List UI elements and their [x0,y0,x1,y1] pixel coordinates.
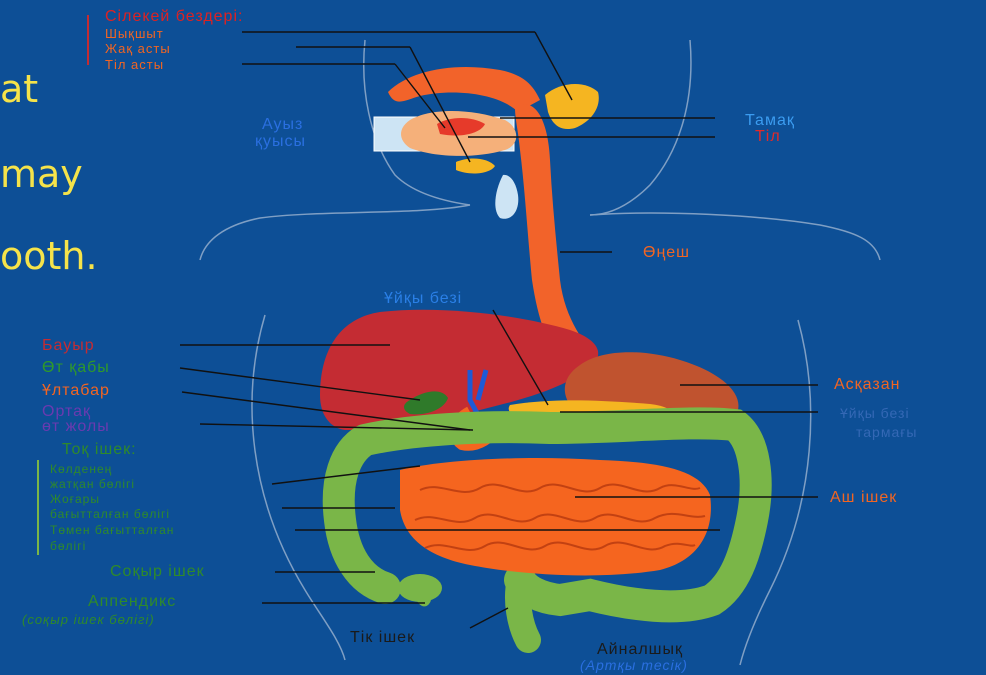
parotid-label: Шықшыт [105,26,164,41]
pancreas-label: Ұйқы безі [384,290,462,308]
small-intestine-label: Аш ішек [830,489,897,507]
pancreatic-duct-label-1: Ұйқы безі [840,405,910,421]
ascending-colon-label-1: Жоғары [50,492,100,506]
descending-colon-label-1: Төмен бағытталған [50,523,174,537]
liver-label: Бауыр [42,337,95,355]
sublingual-label: Тіл асты [105,57,164,72]
rectum-label: Тік ішек [350,629,415,647]
anus-label-2: (Артқы тесік) [580,657,688,673]
cecum-shape [398,574,442,602]
oral-cavity-label-2: қуысы [255,133,306,151]
transverse-colon-label-1: Көлденең [50,462,112,476]
stomach-label: Асқазан [834,376,900,394]
ascending-colon-label-2: бағытталған бөлігі [50,507,170,521]
gallbladder-label: Өт қабы [42,359,110,377]
cecum-label: Соқыр ішек [110,563,205,581]
oral-cavity-label-1: Ауыз [262,116,303,134]
parotid-gland [545,84,599,129]
appendix-label-2: (соқыр ішек бөлігі) [22,612,155,627]
descending-colon-label-2: бөлігі [50,539,86,553]
rectum-shape [518,580,528,640]
common-bile-duct-label-2: өт жолы [42,418,110,436]
larynx-shape [495,175,518,219]
pancreatic-duct-label-2: тармағы [856,424,917,440]
submandibular-label: Жақ асты [105,41,171,56]
esophagus-label: Өңеш [643,244,690,262]
small-intestine-shape [400,458,711,575]
duodenum-label: Ұлтабар [42,382,110,400]
submandibular-gland [456,159,495,174]
transverse-colon-label-2: жатқан бөлігі [50,477,135,491]
salivary-glands-title: Сілекей бездері: [105,8,243,26]
large-intestine-title: Тоқ ішек: [62,441,137,459]
palate-shape [388,67,540,112]
tongue-label: Тіл [755,128,781,146]
appendix-label-1: Аппендикс [88,593,176,611]
